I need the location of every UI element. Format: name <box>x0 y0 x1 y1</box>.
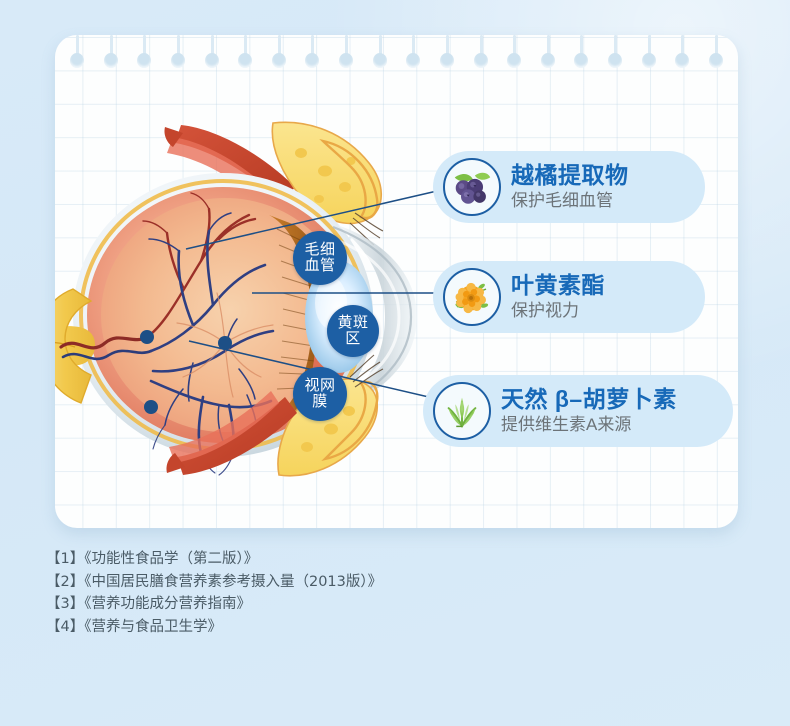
binding-hole-head <box>473 53 488 68</box>
binding-hole-head <box>574 53 589 68</box>
badge-line-1: 视网 <box>304 376 336 394</box>
binding-hole-stem <box>176 35 180 61</box>
badge-line-2: 膜 <box>312 393 328 410</box>
binding-hole-head <box>137 53 152 68</box>
ingredient-title: 叶黄素酯 <box>511 271 605 298</box>
binding-hole-stem <box>76 35 79 61</box>
binding-hole-stem <box>143 35 147 61</box>
binding-hole-head <box>675 53 690 68</box>
binding-hole-stem <box>513 35 517 61</box>
binding-hole-stem <box>345 35 349 61</box>
binding-hole-head <box>271 53 286 68</box>
binding-hole-stem <box>378 35 382 61</box>
binding-hole-stem <box>277 35 281 61</box>
badge-line-1: 黄斑 <box>337 313 369 331</box>
badge-line-2: 血管 <box>304 257 336 274</box>
ingredient-subtitle: 保护毛细血管 <box>511 191 613 211</box>
binding-hole-head <box>608 53 623 68</box>
binding-hole-stem <box>580 35 584 61</box>
binding-hole-head <box>204 53 219 68</box>
anatomy-badge-capillary[interactable]: 毛细 血管 <box>293 231 347 285</box>
binding-hole-head <box>103 53 118 68</box>
marigold-flower-icon <box>443 268 501 326</box>
lower-eye-muscle <box>166 391 297 475</box>
binding-hole-stem <box>479 35 483 61</box>
macula-node <box>218 336 232 350</box>
binding-hole-stem <box>210 35 214 61</box>
binding-hole-head <box>641 53 656 68</box>
binding-hole-head <box>372 53 387 68</box>
binding-hole-stem <box>311 35 315 61</box>
eye-anatomy-illustration <box>55 75 453 495</box>
ingredient-pill-beta-carotene[interactable]: 天然 β–胡萝卜素 提供维生素A来源 <box>423 375 733 447</box>
reference-item: 【2】《中国居民膳食营养素参考摄入量（2013版）》 <box>46 573 383 590</box>
reference-list: 【1】《功能性食品学（第二版）》 【2】《中国居民膳食营养素参考摄入量（2013… <box>46 548 646 638</box>
binding-hole-head <box>339 53 354 68</box>
binding-hole-stem <box>681 35 685 61</box>
ingredient-subtitle: 保护视力 <box>511 301 579 321</box>
binding-hole-head <box>238 53 253 68</box>
binding-hole-stem <box>614 35 618 61</box>
notebook-binding-holes <box>55 35 738 81</box>
vessel-node-upper <box>140 330 154 344</box>
binding-hole-head <box>507 53 522 68</box>
ingredient-title: 越橘提取物 <box>511 161 629 188</box>
binding-hole-stem <box>445 35 449 61</box>
vessel-node-lower <box>144 400 158 414</box>
binding-hole-stem <box>244 35 248 61</box>
binding-hole-stem <box>109 35 113 61</box>
binding-hole-stem <box>412 35 416 61</box>
anatomy-badge-macula[interactable]: 黄斑 区 <box>327 305 379 357</box>
notebook-card: 毛细 血管 黄斑 区 视网 膜 <box>55 35 738 528</box>
reference-item: 【1】《功能性食品学（第二版）》 <box>46 551 259 567</box>
anatomy-badge-retina[interactable]: 视网 膜 <box>293 367 347 421</box>
binding-hole-head <box>439 53 454 68</box>
binding-hole-stem <box>546 35 550 61</box>
binding-hole-head <box>709 53 723 68</box>
eye-svg <box>55 121 417 477</box>
blueberry-icon <box>443 158 501 216</box>
reference-item: 【4】《营养与食品卫生学》 <box>46 618 222 635</box>
ingredient-pill-lutein-ester[interactable]: 叶黄素酯 保护视力 <box>433 261 705 333</box>
ingredient-subtitle: 提供维生素A来源 <box>501 415 632 435</box>
binding-hole-head <box>540 53 555 68</box>
ingredient-title: 天然 β–胡萝卜素 <box>501 385 677 412</box>
badge-line-2: 区 <box>345 330 361 347</box>
binding-hole-head <box>170 53 185 68</box>
reference-item: 【3】《营养功能成分营养指南》 <box>46 596 251 612</box>
binding-hole-head <box>70 53 84 68</box>
badge-line-1: 毛细 <box>304 240 336 258</box>
binding-hole-stem <box>715 35 718 61</box>
ingredient-pill-bilberry[interactable]: 越橘提取物 保护毛细血管 <box>433 151 705 223</box>
green-plant-icon <box>433 382 491 440</box>
binding-hole-head <box>305 53 320 68</box>
binding-hole-stem <box>647 35 651 61</box>
binding-hole-head <box>406 53 421 68</box>
